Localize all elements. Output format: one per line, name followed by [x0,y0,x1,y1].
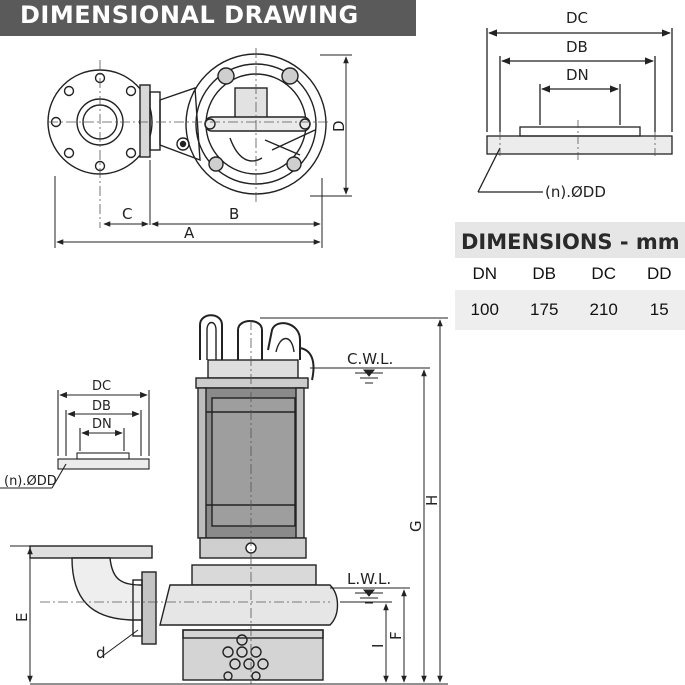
flange-label-dn: DN [566,66,589,84]
flange-label-bolts: (n).ØDD [545,183,606,201]
lwl-label: L.W.L. [347,570,391,588]
pump-side-view [29,314,339,681]
col-header-db: DB [514,258,574,290]
dim-label-b: B [229,205,239,223]
dim-label-c: C [122,205,132,223]
dimensions-table: DN DB DC DD 100 175 210 15 [455,258,685,330]
dimensions-title: DIMENSIONS - mm [455,222,685,258]
small-flange-label-dn: DN [92,417,112,432]
cwl-label: C.W.L. [347,350,393,368]
dim-label-f: F [387,631,405,640]
dim-label-e: E [13,613,31,622]
dim-label-a: A [184,224,195,242]
value-db: 175 [514,290,574,330]
dim-label-d-small: d [96,644,106,662]
dimensions-box: DIMENSIONS - mm DN DB DC DD 100 175 210 … [455,222,685,330]
small-flange-label-bolts: (n).ØDD [4,474,57,489]
col-header-dc: DC [573,258,634,290]
flange-detail-top [477,28,673,193]
section-title: DIMENSIONAL DRAWING [20,1,359,29]
section-title-banner: DIMENSIONAL DRAWING [0,0,416,36]
dimensions-header-row: DN DB DC DD [455,258,685,290]
flange-detail-small [0,390,150,489]
dimensions-value-row: 100 175 210 15 [455,290,685,330]
pump-top-view [47,53,327,195]
small-flange-label-dc: DC [92,379,111,394]
small-flange-label-db: DB [92,399,111,414]
value-dd: 15 [633,290,685,330]
value-dc: 210 [573,290,634,330]
flange-label-dc: DC [566,9,588,27]
flange-label-db: DB [566,38,588,56]
col-header-dn: DN [455,258,515,290]
dim-label-g: G [407,520,425,532]
col-header-dd: DD [633,258,685,290]
dim-label-d: D [330,120,348,132]
value-dn: 100 [455,290,515,330]
dim-label-h: H [423,495,441,506]
dim-label-i: I [369,644,387,648]
